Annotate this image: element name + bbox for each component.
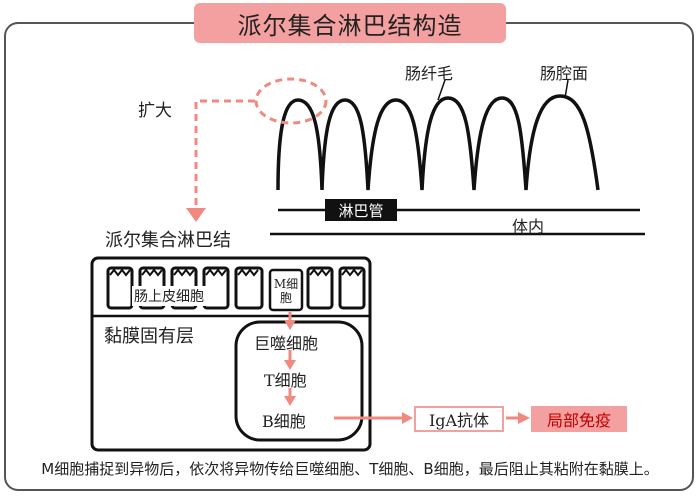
label-intestinal-surface: 肠腔面 — [540, 64, 589, 83]
label-body-inside: 体内 — [512, 217, 545, 236]
label-expand: 扩大 — [138, 101, 172, 121]
villi-outline — [276, 94, 600, 191]
patch-box — [90, 256, 372, 452]
surface-pointer — [564, 79, 569, 99]
label-lymph-vessel: 淋巴管 — [325, 199, 397, 221]
expand-arrowhead — [186, 208, 206, 222]
label-local-immunity: 局部免疫 — [531, 406, 627, 432]
villi-pointer — [437, 79, 446, 101]
label-b-cell: B细胞 — [262, 412, 306, 431]
diagram-caption: M细胞捕捉到异物后，依次将异物传给巨噬细胞、T细胞、B细胞，最后阻止其粘附在黏膜… — [41, 460, 659, 478]
label-epithelial-cells: 肠上皮细胞 — [132, 286, 206, 306]
label-peyers-patch: 派尔集合淋巴结 — [105, 230, 231, 251]
expand-circle — [254, 77, 328, 125]
diagram-title: 派尔集合淋巴结构造 — [194, 3, 506, 43]
flow-arrows — [284, 312, 530, 424]
label-t-cell: T细胞 — [264, 371, 307, 390]
label-iga-antibody: IgA抗体 — [414, 406, 504, 432]
label-macrophage: 巨噬细胞 — [254, 334, 319, 353]
m-cell-shape — [268, 268, 304, 312]
label-villi: 肠纤毛 — [405, 64, 454, 83]
follicle-box — [234, 320, 364, 442]
label-lamina-propria: 黏膜固有层 — [104, 326, 194, 347]
expand-arrow-path — [194, 99, 255, 210]
label-m-cell: M细胞 — [273, 277, 299, 305]
